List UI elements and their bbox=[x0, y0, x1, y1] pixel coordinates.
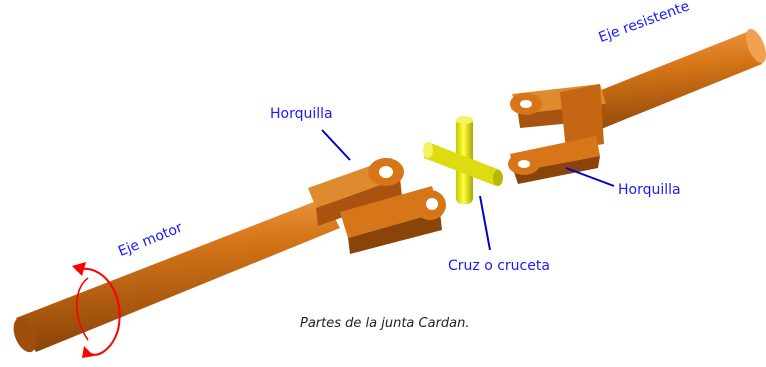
leader-horquilla-left bbox=[321, 129, 351, 161]
label-horquilla-right: Horquilla bbox=[618, 182, 681, 198]
horquilla-right bbox=[508, 84, 606, 184]
label-horquilla-left: Horquilla bbox=[270, 106, 333, 122]
cruceta bbox=[423, 116, 503, 204]
leader-cruz bbox=[479, 195, 491, 251]
horquilla-left bbox=[308, 158, 446, 254]
leader-horquilla-right bbox=[565, 167, 615, 187]
eje-resistente-shaft bbox=[566, 29, 766, 140]
caption: Partes de la junta Cardan. bbox=[300, 316, 470, 331]
rotation-arrow-icon bbox=[72, 262, 121, 358]
eje-motor-shaft bbox=[13, 198, 340, 353]
label-cruz: Cruz o cruceta bbox=[448, 258, 550, 274]
